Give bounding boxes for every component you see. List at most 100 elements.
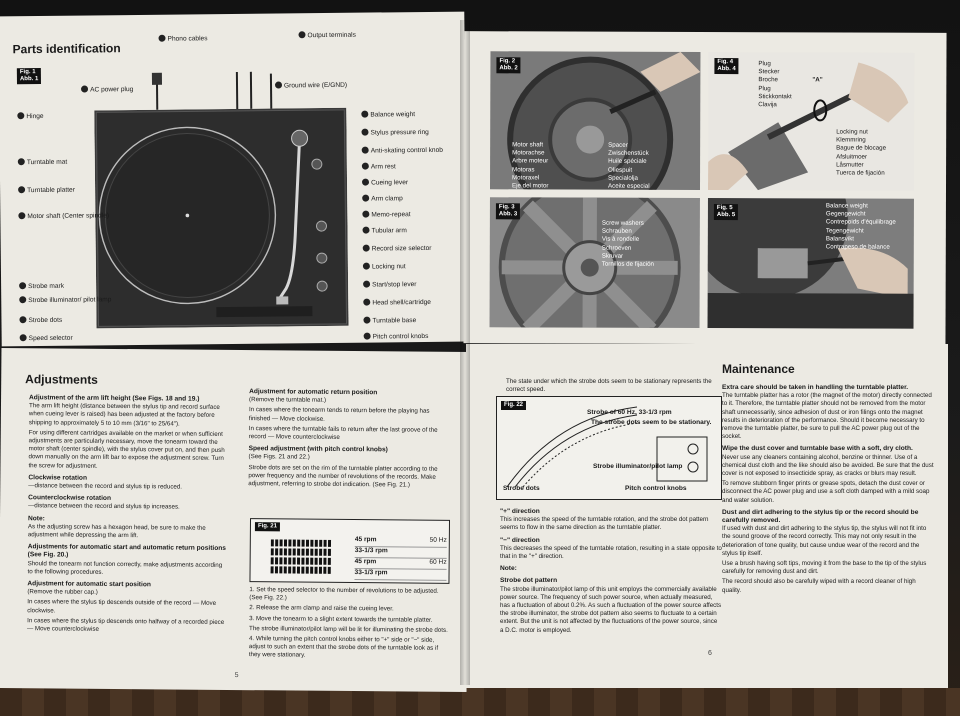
strobe-dot — [279, 548, 283, 556]
callout-text: Motor shaft (Center spindle) — [27, 212, 110, 221]
section-heading: Wipe the dust cover and turntable base w… — [722, 445, 913, 453]
fig4-a-mark: "A" — [812, 76, 823, 84]
strobe-dot — [288, 557, 292, 565]
callout-number-icon — [361, 146, 369, 154]
strobe-dot — [270, 539, 274, 547]
callout-number-icon — [362, 262, 370, 270]
callout-label: Strobe mark — [19, 282, 64, 290]
strobe-dot — [292, 548, 296, 556]
callout-text: Head shell/cartridge — [372, 298, 431, 307]
fig3-text: Screw washers Schrauben Vis à rondelle S… — [601, 219, 655, 268]
callout-label: Tubular arm — [362, 226, 407, 235]
strobe-dot — [327, 557, 331, 565]
strobe-dot — [288, 548, 292, 556]
callout-number-icon — [17, 158, 25, 166]
fig21-row: 33-1/3 rpm — [354, 569, 447, 581]
fig2-photo: Fig. 2 Abb. 2 Motor shaft Motorachse Arb… — [489, 51, 701, 190]
fig21-rpm: 33-1/3 rpm — [354, 569, 388, 577]
callout-label: Record size selector — [362, 244, 432, 253]
strobe-dot — [292, 557, 296, 565]
section-heading: Adjustments for automatic start and auto… — [27, 543, 226, 560]
strobe-dot — [310, 548, 314, 556]
callout-number-icon — [158, 34, 166, 42]
callout-number-icon — [361, 110, 369, 118]
strobe-dot — [275, 548, 279, 556]
paragraph: This increases the speed of the turntabl… — [500, 516, 709, 532]
callout-text: Turntable mat — [26, 158, 68, 167]
callout-text: Cueing lever — [371, 179, 409, 187]
strobe-dot — [283, 548, 287, 556]
callout-text: Turntable platter — [27, 186, 75, 195]
strobe-dot — [297, 548, 301, 556]
strobe-dot — [318, 566, 322, 574]
strobe-dot — [323, 539, 327, 547]
strobe-dot — [314, 548, 318, 556]
adjustment-steps: 1. Set the speed selector to the number … — [249, 586, 450, 663]
paragraph: Use a brush having soft tips, moving it … — [722, 560, 927, 576]
adjustments-title: Adjustments — [25, 372, 98, 387]
fig22-l1: Strobe of 60 Hz, 33-1/3 rpm — [587, 409, 672, 416]
callout-number-icon — [363, 332, 371, 340]
section-heading: Extra care should be taken in handling t… — [722, 384, 909, 391]
callout-text: Memo-repeat — [371, 211, 411, 219]
callout-label: Motor shaft (Center spindle) — [18, 211, 109, 220]
fig21-row: 33-1/3 rpm — [354, 547, 447, 559]
book-gutter — [460, 20, 470, 685]
page-figures: Fig. 2 Abb. 2 Motor shaft Motorachse Arb… — [463, 31, 947, 345]
strobe-dots-pattern — [270, 539, 332, 574]
fig21-rpm: 33-1/3 rpm — [354, 547, 388, 555]
paragraph: —distance between the record and stylus … — [28, 482, 183, 491]
callout-text: Pitch control knobs — [372, 332, 429, 341]
strobe-dot — [270, 566, 274, 574]
callout-text: Phono cables — [167, 35, 208, 43]
strobe-dot — [288, 566, 292, 574]
paragraph: In cases where the turntable fails to re… — [248, 424, 438, 441]
fig3-label: Fig. 3 Abb. 3 — [495, 203, 521, 220]
callout-text: Record size selector — [371, 244, 432, 253]
strobe-dot — [283, 566, 287, 574]
paragraph: The turntable platter has a rotor (the m… — [722, 392, 932, 441]
strobe-dot — [319, 539, 323, 547]
strobe-dot — [270, 557, 274, 565]
maintenance-col: Extra care should be taken in handling t… — [722, 380, 936, 597]
callout-text: Tubular arm — [371, 227, 407, 235]
adjustments-col1: Adjustment of the arm lift height (See F… — [27, 390, 229, 637]
paragraph: —distance between the record and stylus … — [28, 502, 180, 511]
strobe-dot — [323, 548, 327, 556]
callout-number-icon — [361, 162, 369, 170]
fig21-rpm: 45 rpm — [354, 558, 377, 566]
strobe-dot — [310, 557, 314, 565]
callout-text: Stylus pressure ring — [370, 128, 429, 137]
callout-text: Anti-skating control knob — [370, 146, 443, 155]
callout-label: Arm rest — [361, 162, 396, 171]
adjustments-col2: Adjustment for automatic return position… — [248, 384, 449, 492]
strobe-dot — [305, 566, 309, 574]
strobe-dot — [319, 548, 323, 556]
callout-label: AC power plug — [81, 85, 133, 94]
fig3-photo: Fig. 3 Abb. 3 Screw washers Schrauben Vi… — [489, 197, 700, 328]
strobe-dot — [297, 557, 301, 565]
callout-text: Strobe illuminator/ pilot lamp — [28, 296, 112, 305]
fig21-label: Fig. 21 — [254, 522, 280, 532]
strobe-dot — [310, 539, 314, 547]
fig2-right-text: Spacer Zwischenstück Huile spéciale Olie… — [607, 141, 650, 190]
step-item: 2. Release the arm clamp and raise the c… — [249, 604, 394, 613]
strobe-dot — [323, 557, 327, 565]
strobe-dot — [310, 566, 314, 574]
callout-number-icon — [362, 210, 370, 218]
fig22-l3: Strobe illuminator/pilot lamp — [593, 463, 683, 470]
strobe-dot — [323, 566, 327, 574]
callout-number-icon — [362, 178, 370, 186]
fig4-plug-text: Plug Stecker Broche Plug Stickkontakt Cl… — [758, 60, 792, 109]
paragraph: For using different cartridges available… — [28, 429, 225, 470]
paragraph: To remove stubborn finger prints or grea… — [722, 480, 930, 504]
fig5-photo: Fig. 5 Abb. 5 Balance weight Gegengewich… — [707, 198, 914, 329]
paragraph: In cases where the tonearm tends to retu… — [248, 406, 430, 423]
paragraph: Never use any cleaners containing alcoho… — [722, 453, 934, 478]
callout-text: Strobe dots — [28, 316, 63, 325]
paragraph: The strobe illuminator/pilot lamp of thi… — [500, 585, 722, 634]
